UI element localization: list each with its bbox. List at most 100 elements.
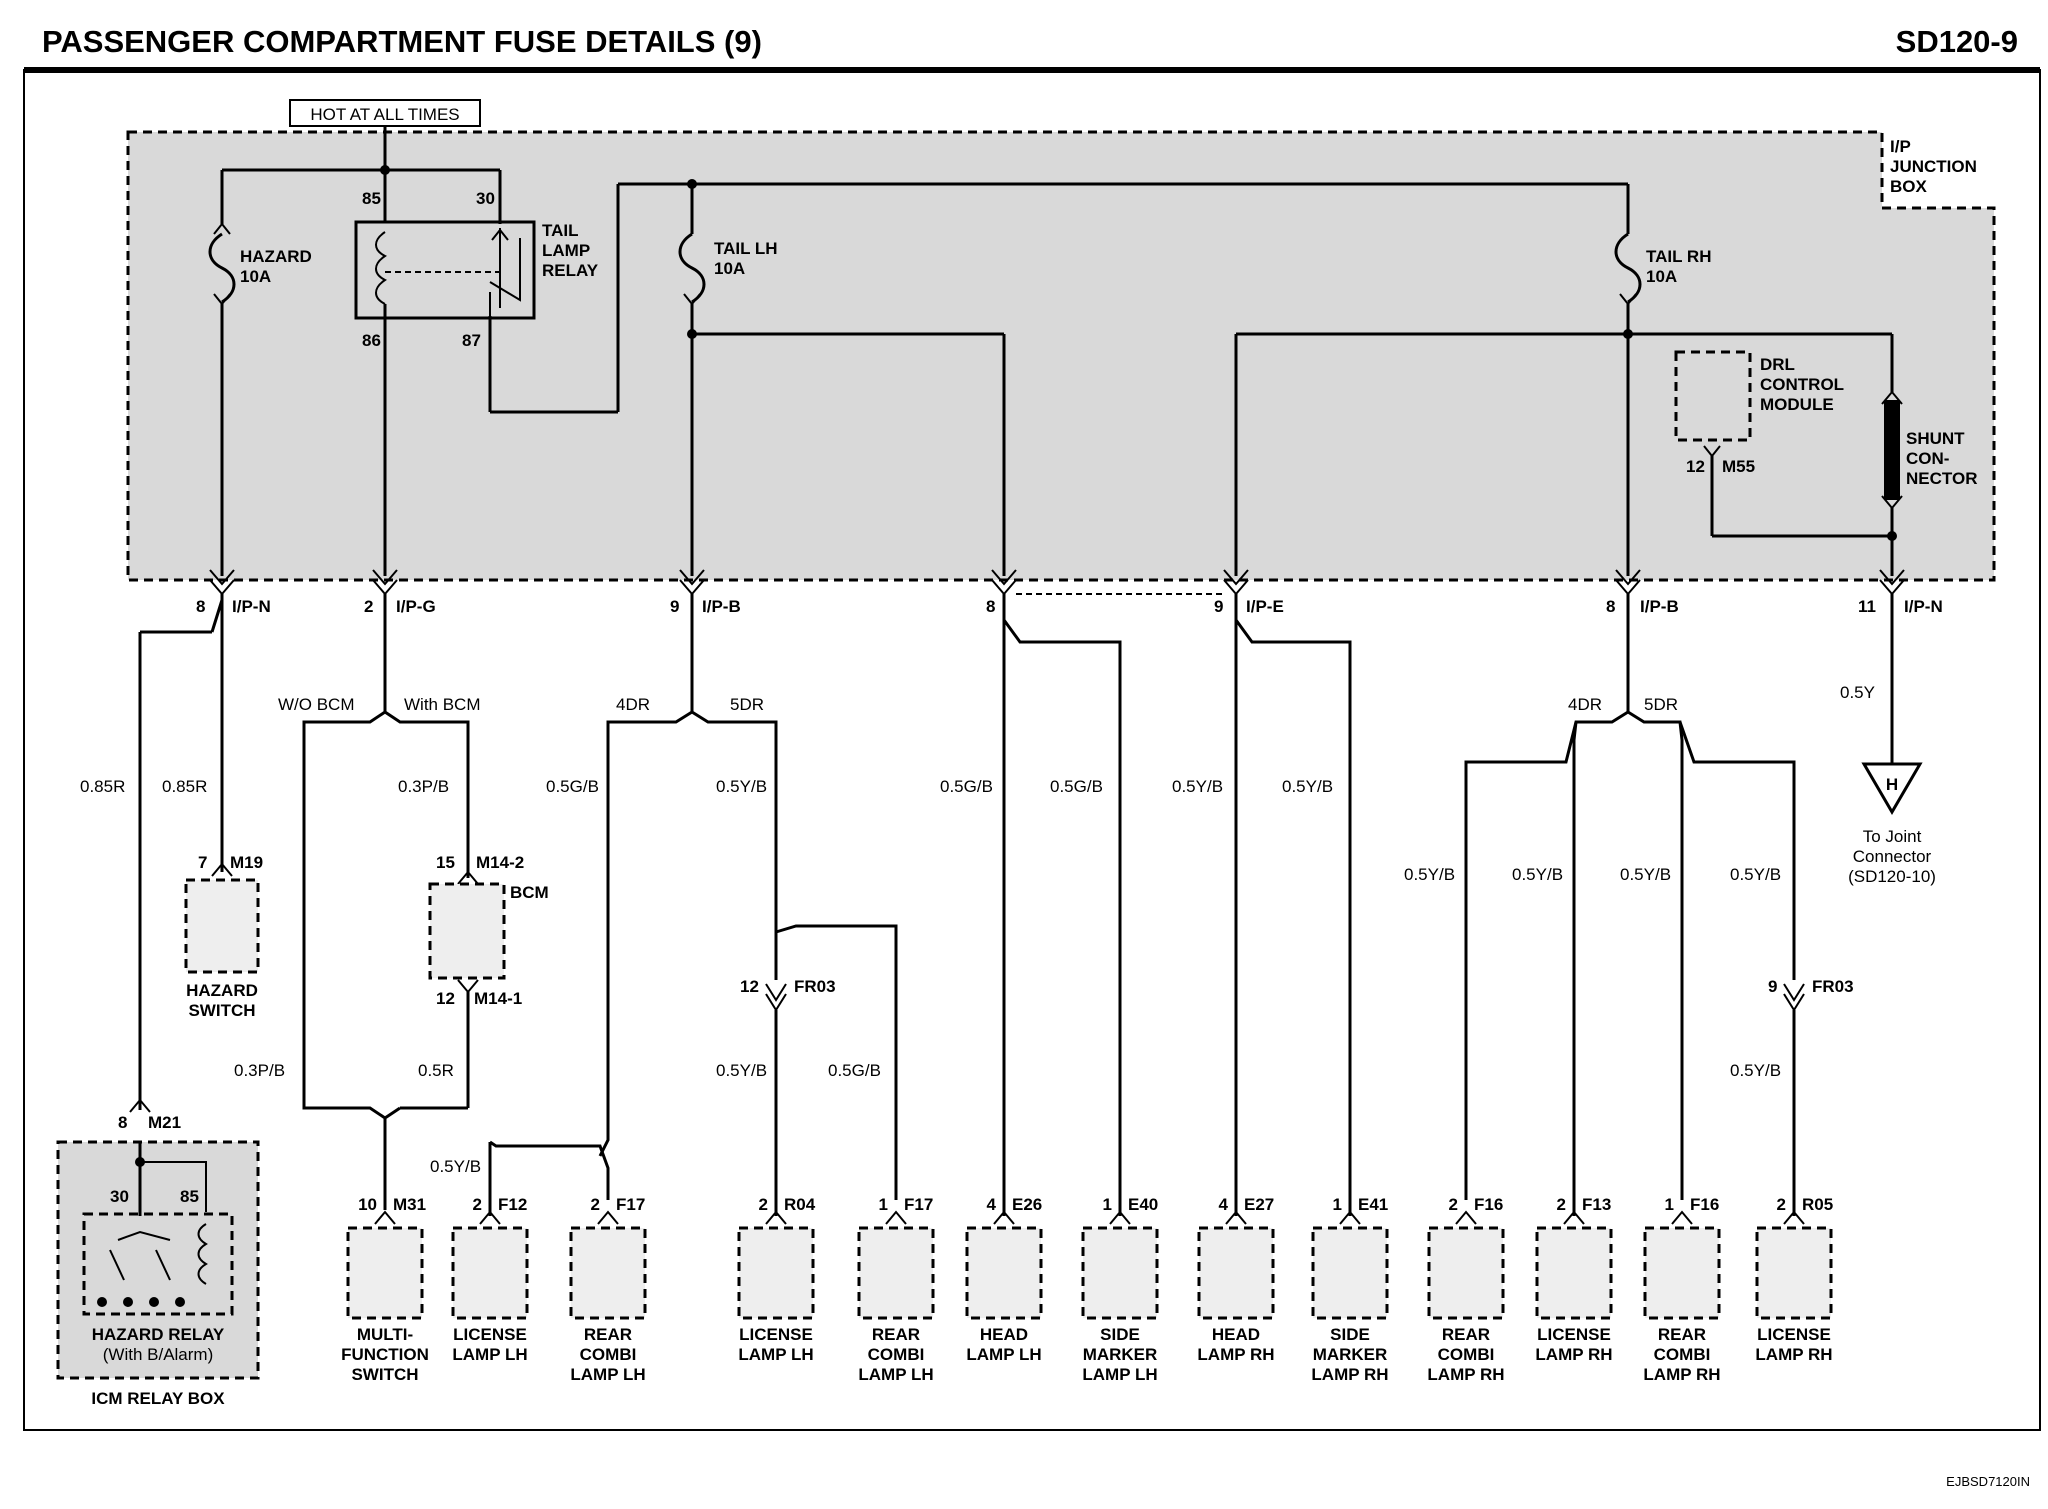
conn-pin: 9 bbox=[1214, 597, 1223, 616]
joint-connector: 0.5Y H To Joint Connector (SD120-10) bbox=[1840, 683, 1936, 886]
component-terminal bbox=[479, 1210, 501, 1225]
ip-connectors: 8 I/P-N 2 I/P-G 9 I/P-B 8 9 I/P-E bbox=[196, 569, 1943, 764]
conn-pin: 9 bbox=[670, 597, 679, 616]
component-label-line: LICENSE bbox=[453, 1325, 527, 1344]
hazard-switch-label-2: SWITCH bbox=[188, 1001, 255, 1020]
component-box bbox=[1197, 1226, 1275, 1320]
conn-name: I/P-G bbox=[396, 597, 436, 616]
component-pin: 2 bbox=[591, 1195, 600, 1214]
component-label-line: LAMP LH bbox=[1082, 1365, 1157, 1384]
component-label-line: REAR bbox=[1442, 1325, 1490, 1344]
wire-085r-b: 0.85R bbox=[162, 777, 207, 796]
connector-ip-n-right: 11 I/P-N bbox=[1858, 569, 1943, 764]
component-box bbox=[857, 1226, 935, 1320]
component-terminal bbox=[1455, 1210, 1477, 1225]
component-box bbox=[1755, 1226, 1833, 1320]
bcm-box bbox=[428, 882, 506, 980]
component-label-line: MARKER bbox=[1313, 1345, 1388, 1364]
title-bar: PASSENGER COMPARTMENT FUSE DETAILS (9) S… bbox=[42, 24, 2018, 59]
component-terminal bbox=[1109, 1210, 1131, 1225]
conn-name: I/P-B bbox=[702, 597, 741, 616]
component-box bbox=[451, 1226, 529, 1320]
junction-box-shading bbox=[128, 132, 1994, 580]
component-box bbox=[1643, 1226, 1721, 1320]
component-label-line: MULTI- bbox=[357, 1325, 413, 1344]
component-terminal bbox=[765, 1210, 787, 1225]
shunt-label-2: CON- bbox=[1906, 449, 1949, 468]
wire-05gb-b: 0.5G/B bbox=[828, 1061, 881, 1080]
component-pin: 2 bbox=[759, 1195, 768, 1214]
component-label-line: REAR bbox=[872, 1325, 920, 1344]
wire-03pb-a: 0.3P/B bbox=[398, 777, 449, 796]
component-shading bbox=[967, 1228, 1041, 1318]
component-label-line: LAMP LH bbox=[452, 1345, 527, 1364]
component-label-line: LAMP LH bbox=[966, 1345, 1041, 1364]
wire-05yb-a: 0.5Y/B bbox=[716, 777, 767, 796]
junction-box-label-3: BOX bbox=[1890, 177, 1928, 196]
component-label-line: SWITCH bbox=[351, 1365, 418, 1384]
component-label-line: HEAD bbox=[1212, 1325, 1260, 1344]
wire-03pb-b: 0.3P/B bbox=[234, 1061, 285, 1080]
component-pin: 1 bbox=[879, 1195, 888, 1214]
component-pin: 2 bbox=[473, 1195, 482, 1214]
drl-conn: M55 bbox=[1722, 457, 1755, 476]
fuse-tail-lh-label-2: 10A bbox=[714, 259, 745, 278]
component-shading bbox=[1313, 1228, 1387, 1318]
component-pin: 2 bbox=[1557, 1195, 1566, 1214]
joint-label-2: Connector bbox=[1853, 847, 1932, 866]
component-box bbox=[1535, 1226, 1613, 1320]
fuse-tail-rh-label-2: 10A bbox=[1646, 267, 1677, 286]
component-terminal bbox=[885, 1210, 907, 1225]
component-shading bbox=[348, 1228, 422, 1318]
hazard-fuse: HAZARD 10A bbox=[208, 223, 312, 576]
wire-05gb-d: 0.5G/B bbox=[1050, 777, 1103, 796]
wire-05yb-h: 0.5Y/B bbox=[1620, 865, 1671, 884]
component-shading bbox=[1537, 1228, 1611, 1318]
fr03-right-conn: FR03 bbox=[1812, 977, 1854, 996]
icm-pin-85: 85 bbox=[180, 1187, 199, 1206]
fuse-hazard-label-2: 10A bbox=[240, 267, 271, 286]
wire-05yb-j: 0.5Y/B bbox=[1730, 1061, 1781, 1080]
connector-ip-b-left: 9 I/P-B bbox=[670, 569, 741, 712]
component-conn: E26 bbox=[1012, 1195, 1042, 1214]
fuse-tail-rh-label-1: TAIL RH bbox=[1646, 247, 1711, 266]
component-conn: R04 bbox=[784, 1195, 816, 1214]
component-box bbox=[1081, 1226, 1159, 1320]
joint-label-3: (SD120-10) bbox=[1848, 867, 1936, 886]
component-conn: F17 bbox=[904, 1195, 933, 1214]
bcm-conn-bot: M14-1 bbox=[474, 989, 522, 1008]
component-box bbox=[569, 1226, 647, 1320]
icm-relay-label-2: (With B/Alarm) bbox=[103, 1345, 214, 1364]
component-label-line: REAR bbox=[584, 1325, 632, 1344]
relay-pin-30: 30 bbox=[476, 189, 495, 208]
component-conn: E41 bbox=[1358, 1195, 1388, 1214]
component-terminal bbox=[1671, 1210, 1693, 1225]
hazard-switch-pin: 7 bbox=[198, 853, 207, 872]
component-pin: 4 bbox=[987, 1195, 997, 1214]
icm-relay-box: 8 M21 30 85 HAZARD RELAY (With B/Alarm) … bbox=[56, 1098, 260, 1408]
connector-ip-g: 2 I/P-G bbox=[364, 569, 436, 712]
drl-label-3: MODULE bbox=[1760, 395, 1834, 414]
joint-letter: H bbox=[1886, 775, 1898, 794]
component-label-line: REAR bbox=[1658, 1325, 1706, 1344]
tail-rh-circuit: 4DR 5DR 0.5Y/B 0.5Y/B 0.5Y/B 0.5Y/B 9 FR… bbox=[1404, 695, 1854, 1216]
component-terminal bbox=[993, 1210, 1015, 1225]
component-terminal bbox=[1339, 1210, 1361, 1225]
tail-lamp-relay: 85 30 86 87 TAIL LAMP RELAY bbox=[354, 170, 599, 576]
relay-pin-85: 85 bbox=[362, 189, 381, 208]
component-label-line: COMBI bbox=[1654, 1345, 1711, 1364]
conn-name: I/P-E bbox=[1246, 597, 1284, 616]
wire-05r: 0.5R bbox=[418, 1061, 454, 1080]
joint-label-1: To Joint bbox=[1863, 827, 1922, 846]
tail-lh-circuit: 4DR 5DR 0.5G/B 0.5Y/B 0.5Y/B 12 FR03 0.5… bbox=[430, 695, 898, 1216]
